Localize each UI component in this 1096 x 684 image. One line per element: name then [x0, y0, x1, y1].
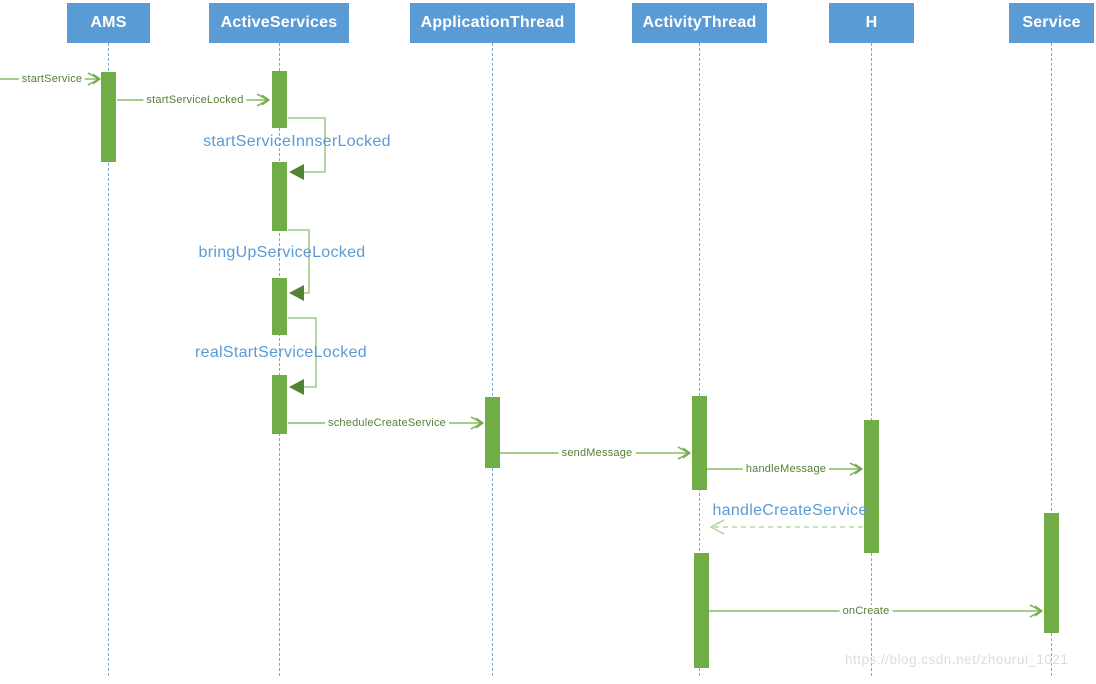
participant-label: ActiveServices	[220, 14, 338, 31]
lifeline-h	[871, 43, 872, 676]
arrow-realstartservicelocked	[288, 317, 317, 395]
message-label-sendmessage: sendMessage	[558, 447, 636, 459]
activation-activitythread-1	[692, 396, 707, 490]
message-label-oncreate: onCreate	[839, 605, 893, 617]
lifeline-service	[1051, 43, 1052, 676]
participant-label: ApplicationThread	[420, 14, 565, 31]
lifeline-ams	[108, 43, 109, 676]
participant-label: H	[865, 14, 878, 31]
message-label-startservice: startService	[18, 73, 86, 85]
arrow-startserviceinnserlocked	[288, 117, 326, 180]
activation-ams-1	[101, 72, 116, 162]
participant-h: H	[829, 3, 914, 43]
participant-activeservices: ActiveServices	[209, 3, 349, 43]
participant-label: ActivityThread	[642, 14, 757, 31]
participant-ams: AMS	[67, 3, 150, 43]
participant-applicationthread: ApplicationThread	[410, 3, 575, 43]
lifeline-activeservices	[279, 43, 280, 676]
activation-activeservices-4	[272, 375, 287, 434]
return-label-handlecreateservice: handleCreateService	[712, 502, 868, 519]
lifeline-applicationthread	[492, 43, 493, 676]
activation-applicationthread-1	[485, 397, 500, 468]
message-label-schedulecreateservice: scheduleCreateService	[325, 417, 449, 429]
participant-label: Service	[1022, 14, 1081, 31]
arrow-handlecreateservice	[709, 519, 863, 535]
message-label-handlemessage: handleMessage	[742, 463, 830, 475]
selfcall-label-startserviceinnserlocked: startServiceInnserLocked	[203, 133, 391, 150]
activation-activeservices-1	[272, 71, 287, 128]
selfcall-label-realstartservicelocked: realStartServiceLocked	[194, 344, 368, 361]
activation-activeservices-3	[272, 278, 287, 335]
participant-label: AMS	[90, 14, 127, 31]
activation-activeservices-2	[272, 162, 287, 231]
activation-service-1	[1044, 513, 1059, 633]
selfcall-label-bringupservicelocked: bringUpServiceLocked	[198, 244, 366, 261]
activation-h-1	[864, 420, 879, 553]
participant-service: Service	[1009, 3, 1094, 43]
watermark-text: https://blog.csdn.net/zhourui_1021	[845, 652, 1069, 667]
lifeline-activitythread	[699, 43, 700, 676]
message-label-startservicelocked: startServiceLocked	[143, 94, 247, 106]
participant-activitythread: ActivityThread	[632, 3, 767, 43]
arrow-bringupservicelocked	[288, 229, 310, 301]
activation-activitythread-2	[694, 553, 709, 668]
